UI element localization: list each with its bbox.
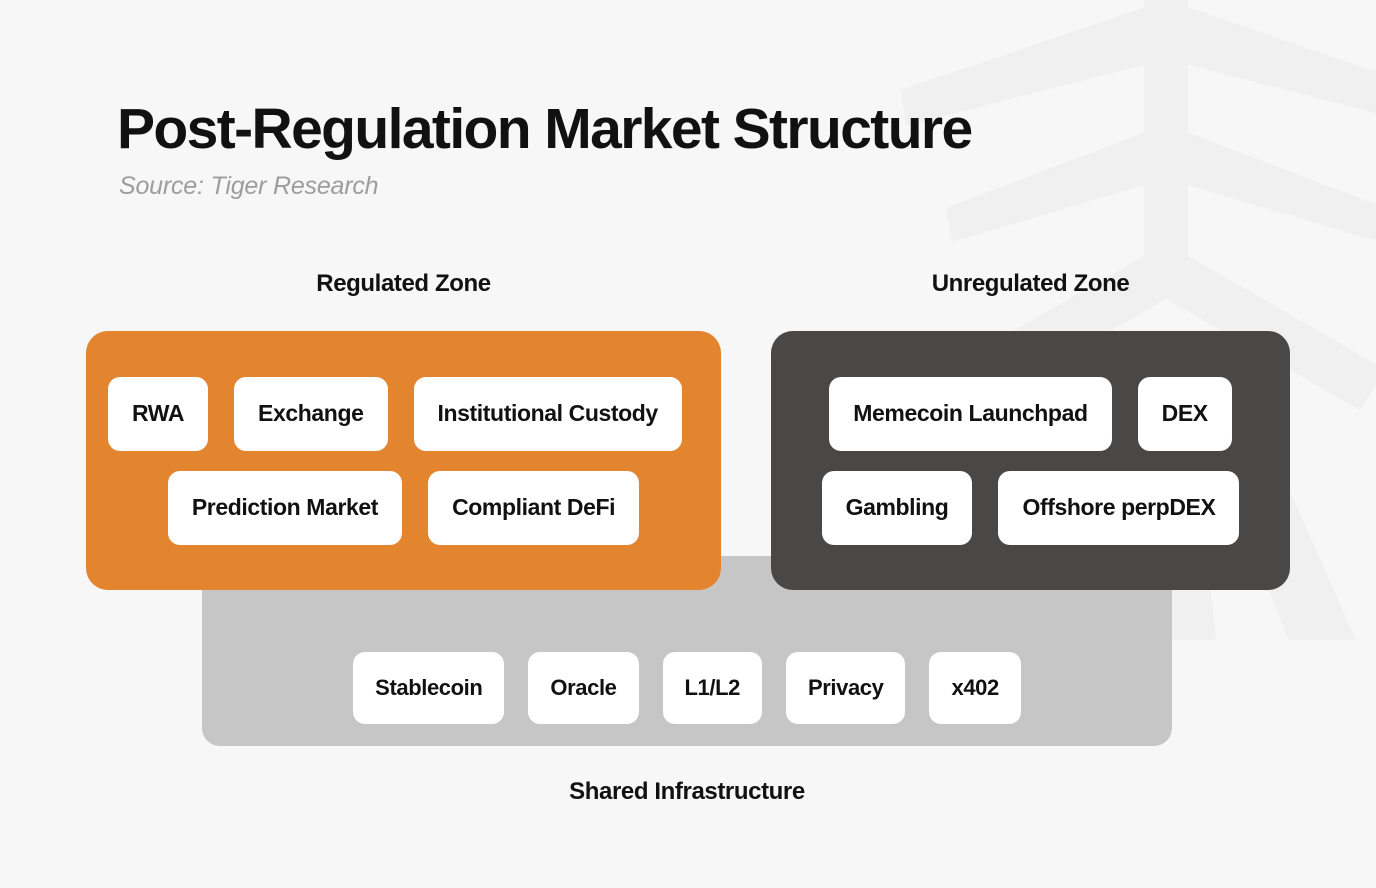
regulated-item-card[interactable]: Prediction Market [167, 470, 403, 545]
shared-item-card[interactable]: L1/L2 [662, 652, 762, 724]
regulated-item-card[interactable]: RWA [108, 376, 209, 451]
shared-infrastructure-caption: Shared Infrastructure [569, 778, 805, 805]
unregulated-item-card[interactable]: Offshore perpDEX [998, 470, 1240, 545]
shared-infrastructure-row: Stablecoin Oracle L1/L2 Privacy x402 [353, 652, 1021, 724]
regulated-zone-heading: Regulated Zone [316, 270, 491, 297]
header: Post-Regulation Market Structure Source:… [117, 97, 973, 201]
shared-item-card[interactable]: Stablecoin [353, 652, 505, 724]
page-title: Post-Regulation Market Structure [117, 97, 973, 161]
shared-item-card[interactable]: x402 [929, 652, 1021, 724]
unregulated-zone-heading: Unregulated Zone [931, 270, 1130, 297]
regulated-zone-panel: RWA Exchange Institutional Custody Predi… [86, 331, 721, 590]
regulated-item-card[interactable]: Exchange [234, 376, 388, 451]
source-label: Source: Tiger Research [119, 171, 379, 200]
regulated-item-card[interactable]: Compliant DeFi [428, 470, 640, 545]
unregulated-zone-panel: Memecoin Launchpad DEX Gambling Offshore… [771, 331, 1290, 590]
regulated-zone-row: RWA Exchange Institutional Custody [108, 376, 699, 451]
unregulated-item-card[interactable]: Gambling [821, 470, 973, 545]
shared-item-card[interactable]: Privacy [785, 652, 906, 724]
unregulated-item-card[interactable]: DEX [1137, 376, 1232, 451]
regulated-zone-row: Prediction Market Compliant DeFi [108, 470, 699, 545]
regulated-item-card[interactable]: Institutional Custody [413, 376, 682, 451]
unregulated-zone-row: Memecoin Launchpad DEX [793, 376, 1268, 451]
unregulated-zone-row: Gambling Offshore perpDEX [793, 470, 1268, 545]
unregulated-item-card[interactable]: Memecoin Launchpad [829, 376, 1112, 451]
shared-item-card[interactable]: Oracle [528, 652, 639, 724]
